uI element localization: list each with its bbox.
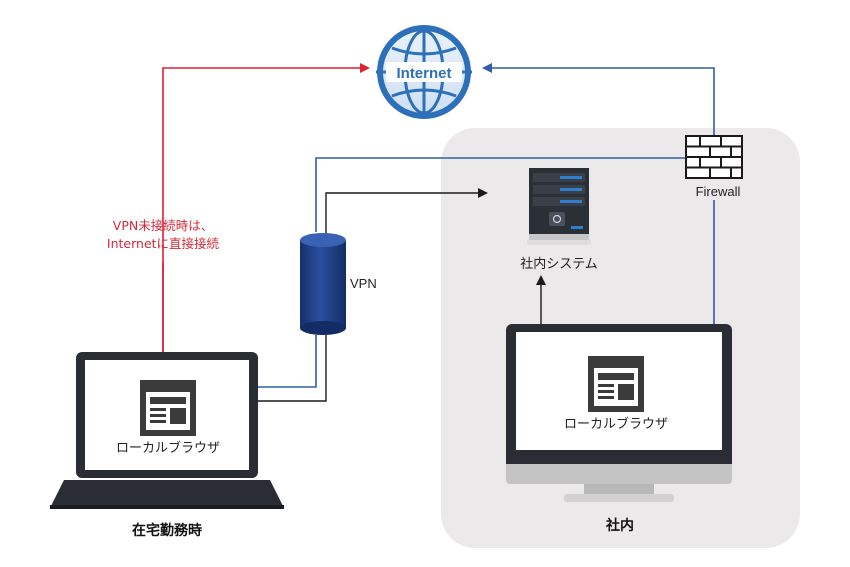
home-caption: 在宅勤務時 bbox=[132, 522, 202, 539]
home-browser-label: ローカルブラウザ bbox=[116, 440, 220, 456]
firewall-label: Firewall bbox=[696, 184, 741, 199]
server-tower-icon bbox=[527, 168, 591, 245]
internet-label: Internet bbox=[396, 65, 451, 82]
office-caption: 社内 bbox=[605, 517, 634, 534]
globe-icon bbox=[376, 25, 472, 119]
browser-window-icon bbox=[140, 380, 196, 436]
server-label: 社内システム bbox=[520, 256, 598, 272]
no-vpn-note-line1: VPN未接続時は、 bbox=[113, 218, 213, 233]
browser-window-icon bbox=[588, 356, 644, 412]
desktop-monitor-icon bbox=[506, 324, 732, 502]
brick-wall-icon bbox=[685, 135, 743, 179]
firewall-to-internet-line bbox=[482, 63, 715, 136]
cylinder-tunnel-icon bbox=[300, 233, 346, 335]
no-vpn-note-line2: Internetに直接接続 bbox=[107, 236, 220, 251]
vpn-label: VPN bbox=[350, 276, 377, 291]
office-browser-label: ローカルブラウザ bbox=[564, 416, 668, 432]
